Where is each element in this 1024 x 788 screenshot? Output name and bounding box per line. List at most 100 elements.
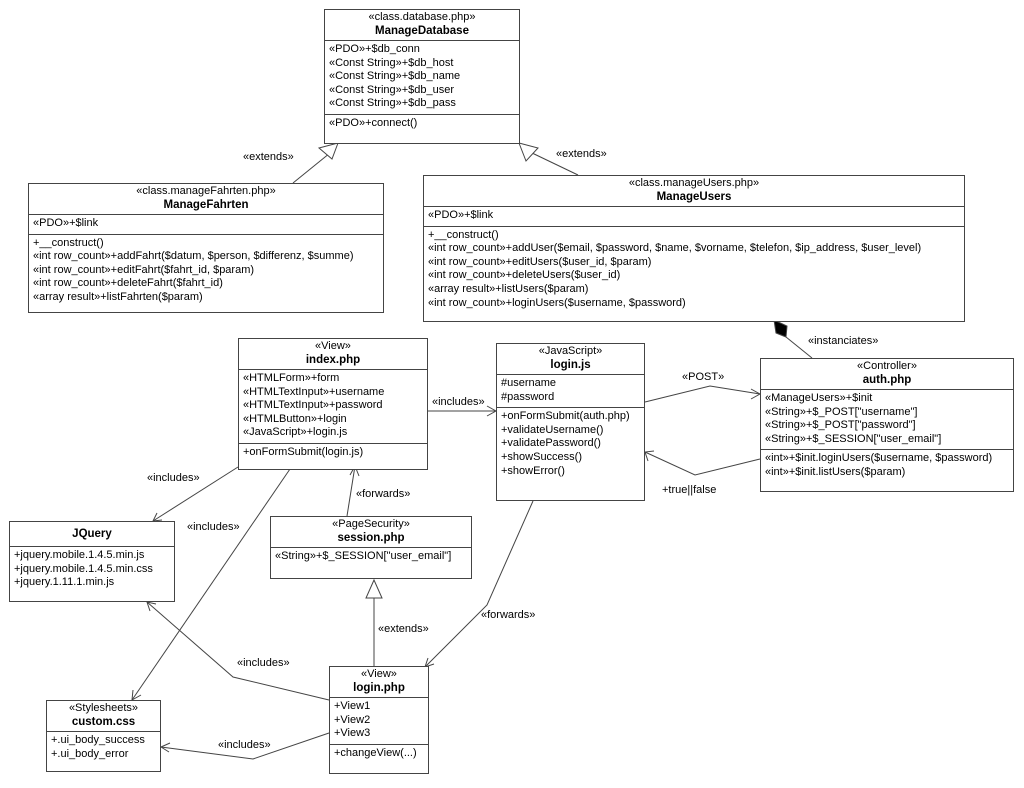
operation: «int row_count»+editFahrt($fahrt_id, $pa…	[33, 263, 255, 276]
operation: «int row_count»+loginUsers($username, $p…	[428, 296, 686, 309]
attributes-section: «PDO»+$link	[29, 215, 383, 235]
class-custom-css[interactable]: «Stylesheets» custom.css +.ui_body_succe…	[46, 700, 161, 772]
edge-auth-returns-loginjs	[644, 451, 761, 476]
class-managedatabase[interactable]: «class.database.php» ManageDatabase «PDO…	[324, 9, 520, 144]
class-manageusers[interactable]: «class.manageUsers.php» ManageUsers «PDO…	[423, 175, 965, 322]
attribute: +View3	[334, 727, 371, 740]
edge-auth-instanciates-users	[785, 336, 813, 359]
class-stereotype: «class.manageFahrten.php»	[136, 185, 276, 197]
inherit-arrowhead-loginphp	[365, 578, 383, 599]
class-name: index.php	[305, 354, 361, 366]
class-stereotype: «class.manageUsers.php»	[628, 177, 760, 189]
class-stereotype: «JavaScript»	[538, 345, 603, 357]
class-name: ManageDatabase	[375, 25, 469, 37]
attribute: +.ui_body_success	[51, 734, 145, 746]
operation: «int row_count»+deleteUsers($user_id)	[428, 269, 621, 282]
edge-label-extends: «extends»	[556, 148, 607, 160]
operation: +onFormSubmit(login.js)	[243, 445, 364, 458]
inherit-arrowhead-fahrten	[317, 142, 339, 160]
class-managefahrten[interactable]: «class.manageFahrten.php» ManageFahrten …	[28, 183, 384, 313]
operation: +__construct()	[33, 236, 104, 249]
attribute: «PDO»+$db_conn	[329, 43, 420, 55]
operation: +changeView(...)	[334, 746, 417, 759]
edge-label-includes: «includes»	[218, 739, 271, 751]
class-header: «class.database.php» ManageDatabase	[325, 10, 519, 41]
edge-index-includes-jquery	[152, 466, 239, 522]
attribute: «String»+$_SESSION["user_email"]	[765, 432, 942, 445]
attribute: +jquery.mobile.1.4.5.min.css	[14, 562, 153, 575]
attribute: #username	[501, 377, 557, 389]
class-stereotype: «Stylesheets»	[68, 702, 139, 714]
edge-fahrten-extends-db	[292, 152, 331, 184]
operations-section: +__construct() «int row_count»+addFahrt(…	[29, 235, 383, 308]
operation: «int»+$init.loginUsers($username, $passw…	[765, 452, 993, 465]
operation: +onFormSubmit(auth.php)	[501, 410, 630, 423]
operation: «int row_count»+deleteFahrt($fahrt_id)	[33, 277, 223, 290]
attribute: «HTMLTextInput»+password	[243, 399, 383, 412]
edge-index-includes-css	[131, 468, 291, 701]
class-name: login.js	[550, 359, 591, 371]
attribute: +.ui_body_error	[51, 747, 129, 760]
attribute: «String»+$_POST["username"]	[765, 405, 918, 418]
class-session-php[interactable]: «PageSecurity» session.php «String»+$_SE…	[270, 516, 472, 579]
class-header: JQuery	[10, 522, 174, 547]
attribute: «PDO»+$link	[33, 217, 99, 229]
attribute: «ManageUsers»+$init	[765, 392, 873, 404]
attribute: +View1	[334, 700, 371, 712]
attribute: «JavaScript»+login.js	[243, 426, 348, 439]
attribute: «Const String»+$db_name	[329, 70, 461, 83]
class-header: «View» index.php	[239, 339, 427, 370]
class-stereotype: «View»	[361, 668, 397, 680]
class-name: ManageUsers	[656, 191, 732, 203]
operation: «int row_count»+addUser($email, $passwor…	[428, 242, 922, 255]
operation: «int row_count»+editUsers($user_id, $par…	[428, 255, 652, 268]
class-index-php[interactable]: «View» index.php «HTMLForm»+form «HTMLTe…	[238, 338, 428, 470]
edge-label-includes: «includes»	[237, 657, 290, 669]
class-header: «Stylesheets» custom.css	[47, 701, 160, 732]
attributes-section: +jquery.mobile.1.4.5.min.js +jquery.mobi…	[10, 547, 174, 593]
edge-label-extends: «extends»	[243, 151, 294, 163]
operations-section: +onFormSubmit(auth.php) +validateUsernam…	[497, 408, 644, 481]
class-header: «JavaScript» login.js	[497, 344, 644, 375]
operation: +__construct()	[428, 228, 499, 241]
edge-label-instanciates: «instanciates»	[808, 335, 879, 347]
class-name: custom.css	[71, 716, 136, 728]
attributes-section: #username #password	[497, 375, 644, 409]
edge-label-post: «POST»	[682, 371, 725, 383]
edge-users-extends-db	[529, 151, 579, 176]
edge-label-forwards: «forwards»	[481, 609, 536, 621]
class-login-php[interactable]: «View» login.php +View1 +View2 +View3 +c…	[329, 666, 429, 774]
attributes-section: «HTMLForm»+form «HTMLTextInput»+username…	[239, 370, 427, 444]
class-stereotype: «class.database.php»	[368, 11, 476, 23]
attribute: «String»+$_SESSION["user_email"]	[275, 550, 452, 562]
attribute: «HTMLButton»+login	[243, 412, 347, 425]
edge-session-forwards-index	[346, 465, 356, 517]
edge-label-includes: «includes»	[187, 521, 240, 533]
composition-diamond	[773, 319, 788, 338]
attributes-section: +View1 +View2 +View3	[330, 698, 428, 745]
operation: +showError()	[501, 464, 565, 477]
class-auth-php[interactable]: «Controller» auth.php «ManageUsers»+$ini…	[760, 358, 1014, 492]
operations-section: «PDO»+connect()	[325, 115, 519, 134]
edge-label-includes: «includes»	[147, 472, 200, 484]
edge-label-includes: «includes»	[432, 396, 485, 408]
class-stereotype: «Controller»	[857, 360, 917, 372]
attribute: «Const String»+$db_user	[329, 83, 455, 96]
attributes-section: «String»+$_SESSION["user_email"]	[271, 548, 471, 567]
operation: «int»+$init.listUsers($param)	[765, 465, 906, 478]
operation: «PDO»+connect()	[329, 116, 418, 129]
class-login-js[interactable]: «JavaScript» login.js #username #passwor…	[496, 343, 645, 501]
operation: «int row_count»+addFahrt($datum, $person…	[33, 250, 354, 263]
class-name: login.php	[353, 682, 405, 694]
edge-loginjs-post-auth	[644, 385, 761, 403]
operation: «array result»+listUsers($param)	[428, 282, 589, 295]
attribute: «HTMLTextInput»+username	[243, 385, 385, 398]
attributes-section: +.ui_body_success +.ui_body_error	[47, 732, 160, 764]
class-header: «PageSecurity» session.php	[271, 517, 471, 548]
attribute: «String»+$_POST["password"]	[765, 419, 916, 432]
operations-section: +changeView(...)	[330, 745, 428, 764]
attribute: +View2	[334, 713, 371, 726]
class-jquery[interactable]: JQuery +jquery.mobile.1.4.5.min.js +jque…	[9, 521, 175, 602]
attributes-section: «ManageUsers»+$init «String»+$_POST["use…	[761, 390, 1013, 451]
operation: +validatePassword()	[501, 437, 601, 450]
